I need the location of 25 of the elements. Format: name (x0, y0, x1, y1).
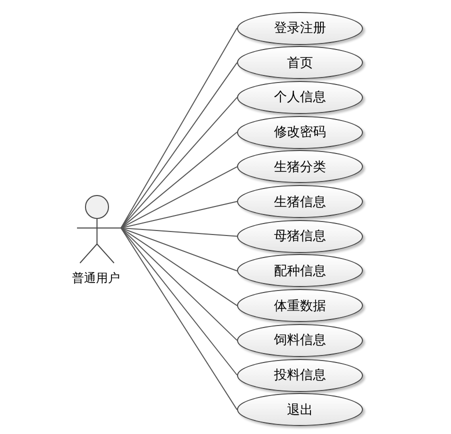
use-case-ellipse: 首页 (237, 46, 363, 80)
association-line (120, 228, 238, 410)
association-line (120, 62, 238, 228)
use-case-ellipse: 母猪信息 (237, 220, 363, 253)
use-case-ellipse: 配种信息 (237, 254, 363, 288)
association-line (120, 28, 238, 228)
association-line (120, 201, 238, 228)
use-case-ellipse: 体重数据 (237, 289, 363, 322)
use-case-ellipse: 退出 (237, 393, 363, 426)
association-line (120, 228, 238, 237)
association-line (120, 166, 238, 228)
association-line (120, 228, 238, 341)
association-line (120, 228, 238, 306)
use-case-ellipse: 生猪分类 (237, 150, 363, 184)
association-line (120, 132, 238, 228)
use-case-ellipse: 个人信息 (237, 80, 363, 114)
association-line (120, 228, 238, 272)
actor-label: 普通用户 (71, 270, 121, 287)
use-case-ellipse: 登录注册 (237, 12, 363, 44)
use-case-ellipse: 投料信息 (237, 358, 363, 392)
use-case-ellipse: 饲料信息 (237, 324, 363, 357)
use-case-ellipse: 生猪信息 (237, 185, 363, 218)
association-line (120, 228, 238, 376)
use-case-ellipse: 修改密码 (237, 116, 363, 149)
association-line (120, 96, 238, 228)
